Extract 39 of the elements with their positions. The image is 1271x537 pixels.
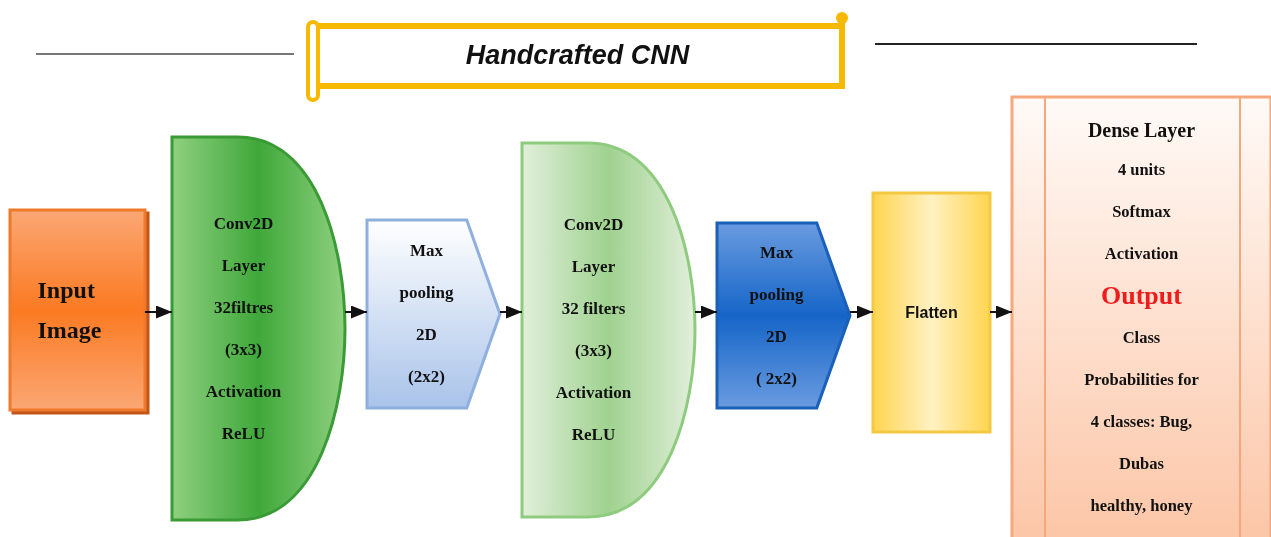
layer-text: Probabilities for <box>1084 369 1199 391</box>
layer-label: Flatten <box>905 302 958 323</box>
layer-text: 2D <box>766 325 787 348</box>
layer-text: 32 filters <box>561 298 626 320</box>
layer-text: Activation <box>1104 243 1179 265</box>
layer-text: Activation <box>205 380 282 403</box>
layer-text: ( 2x2) <box>755 367 798 390</box>
arrow <box>499 305 523 319</box>
layer-text: 32filtres <box>213 296 274 319</box>
arrow <box>989 305 1013 319</box>
layer-text: Max <box>759 241 793 264</box>
arrow <box>144 305 173 319</box>
layer-text: (3x3) <box>225 338 262 361</box>
layer-text: (3x3) <box>575 340 612 362</box>
layer-text: 4 classes: Bug, <box>1090 411 1193 433</box>
layer-text: Max <box>409 240 443 262</box>
arrow <box>849 305 874 319</box>
layer-text: 4 units <box>1117 159 1166 181</box>
arrow <box>344 305 368 319</box>
layer-text: Conv2D <box>213 212 274 235</box>
layer-text: pooling <box>749 283 804 306</box>
layer-text: Activation <box>555 382 632 404</box>
layer-text: healthy, honey <box>1090 495 1193 517</box>
layer-text: 2D <box>416 324 437 346</box>
arrow <box>694 305 718 319</box>
layer-text: ReLU <box>571 424 616 446</box>
input-label: Input Image <box>37 276 103 345</box>
layer-text: Class <box>1122 327 1161 349</box>
layer-heading: Dense Layer <box>1087 118 1196 144</box>
layer-text: Softmax <box>1112 201 1171 223</box>
layer-text: Layer <box>221 254 266 277</box>
layer-text: Conv2D <box>563 214 624 236</box>
output-heading: Output <box>1101 280 1182 312</box>
layer-text: pooling <box>399 282 454 304</box>
layer-text: Layer <box>571 256 616 278</box>
layer-text: Dubas <box>1119 453 1164 475</box>
layer-text: ReLU <box>221 422 266 445</box>
layer-text: (2x2) <box>408 366 445 388</box>
banner-label: Handcrafted CNN <box>465 39 690 72</box>
